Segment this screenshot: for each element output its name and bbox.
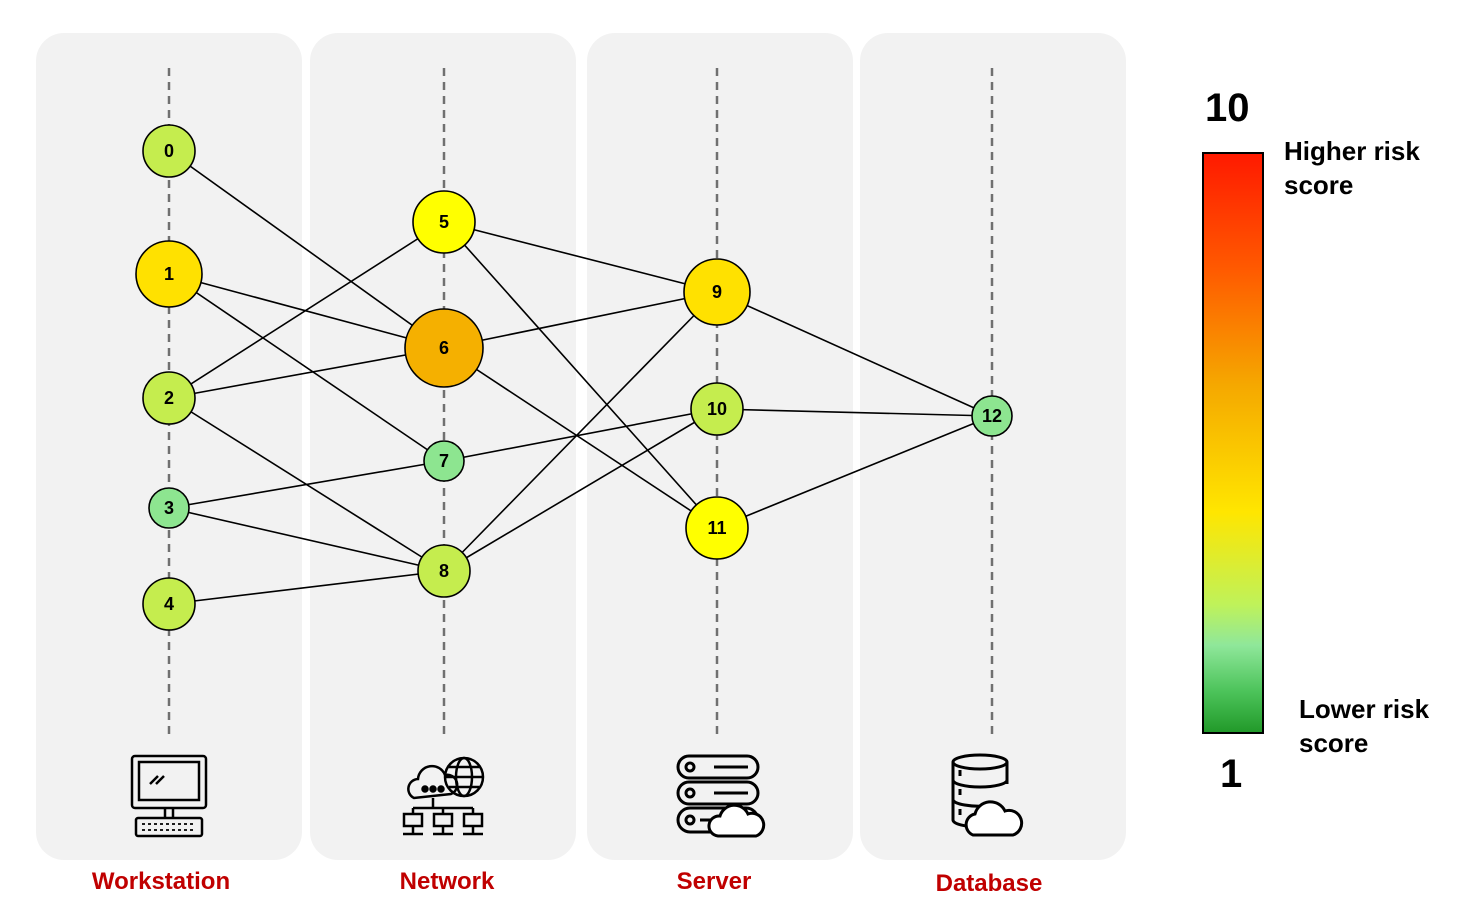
node-label: 8	[439, 561, 449, 581]
node-label: 0	[164, 141, 174, 161]
node-circle[interactable]	[690, 382, 744, 436]
node-circle[interactable]	[685, 496, 749, 560]
node-label: 4	[164, 594, 174, 614]
node-label: 12	[982, 406, 1002, 426]
node-6[interactable]: 6	[404, 308, 484, 388]
edge-6-11	[443, 347, 718, 529]
node-label: 9	[712, 282, 722, 302]
node-circle[interactable]	[971, 395, 1013, 437]
edge-5-11	[443, 221, 718, 529]
node-label: 11	[707, 518, 726, 538]
edge-5-9	[443, 221, 718, 293]
edge-1-7	[168, 273, 445, 462]
risk-color-bar	[1202, 152, 1264, 734]
edge-4-8	[168, 570, 445, 605]
node-label: 5	[439, 212, 449, 232]
node-label: 6	[439, 338, 449, 358]
node-circle[interactable]	[412, 190, 476, 254]
lane-label-server: Server	[676, 868, 752, 895]
cloud-network-icon	[402, 756, 485, 836]
node-2[interactable]: 2	[142, 371, 196, 425]
node-7[interactable]: 7	[423, 440, 465, 482]
edge-10-12	[716, 408, 993, 417]
node-4[interactable]: 4	[142, 577, 196, 631]
edge-7-10	[443, 408, 718, 462]
node-label: 10	[707, 399, 727, 419]
edge-6-9	[443, 291, 718, 349]
legend-high-label: Higher risk score	[1284, 136, 1420, 200]
edge-0-6	[168, 150, 445, 349]
node-label: 2	[164, 388, 174, 408]
node-circle[interactable]	[423, 440, 465, 482]
lane-label-network: Network	[399, 868, 495, 895]
node-circle[interactable]	[142, 124, 196, 178]
database-cloud-icon	[951, 753, 1024, 837]
edge-8-9	[443, 291, 718, 572]
server-cloud-icon	[676, 754, 766, 838]
node-5[interactable]: 5	[412, 190, 476, 254]
node-1[interactable]: 1	[135, 240, 203, 308]
node-circle[interactable]	[135, 240, 203, 308]
legend-min-value: 1	[1220, 752, 1243, 796]
node-circle[interactable]	[683, 258, 751, 326]
edge-1-6	[168, 273, 445, 349]
desktop-computer-icon	[130, 754, 208, 838]
lane-label-workstation: Workstation	[91, 868, 231, 895]
node-0[interactable]: 0	[142, 124, 196, 178]
legend-max-value: 10	[1205, 86, 1250, 130]
node-circle[interactable]	[417, 544, 471, 598]
node-11[interactable]: 11	[685, 496, 749, 560]
edge-3-8	[168, 507, 445, 572]
lane-server	[587, 33, 853, 860]
node-12[interactable]: 12	[971, 395, 1013, 437]
node-3[interactable]: 3	[148, 487, 190, 529]
edge-11-12	[716, 415, 993, 529]
legend-low-label: Lower risk score	[1299, 694, 1430, 758]
lane-label-database: Database	[935, 870, 1043, 897]
node-circle[interactable]	[142, 371, 196, 425]
node-label: 3	[164, 498, 174, 518]
node-10[interactable]: 10	[690, 382, 744, 436]
edge-2-5	[168, 221, 445, 399]
edge-3-7	[168, 460, 445, 509]
edge-2-6	[168, 347, 445, 399]
node-9[interactable]: 9	[683, 258, 751, 326]
node-circle[interactable]	[148, 487, 190, 529]
edge-9-12	[716, 291, 993, 417]
node-circle[interactable]	[142, 577, 196, 631]
node-circle[interactable]	[404, 308, 484, 388]
node-8[interactable]: 8	[417, 544, 471, 598]
node-label: 7	[439, 451, 449, 471]
edge-8-10	[443, 408, 718, 572]
node-label: 1	[164, 264, 174, 284]
